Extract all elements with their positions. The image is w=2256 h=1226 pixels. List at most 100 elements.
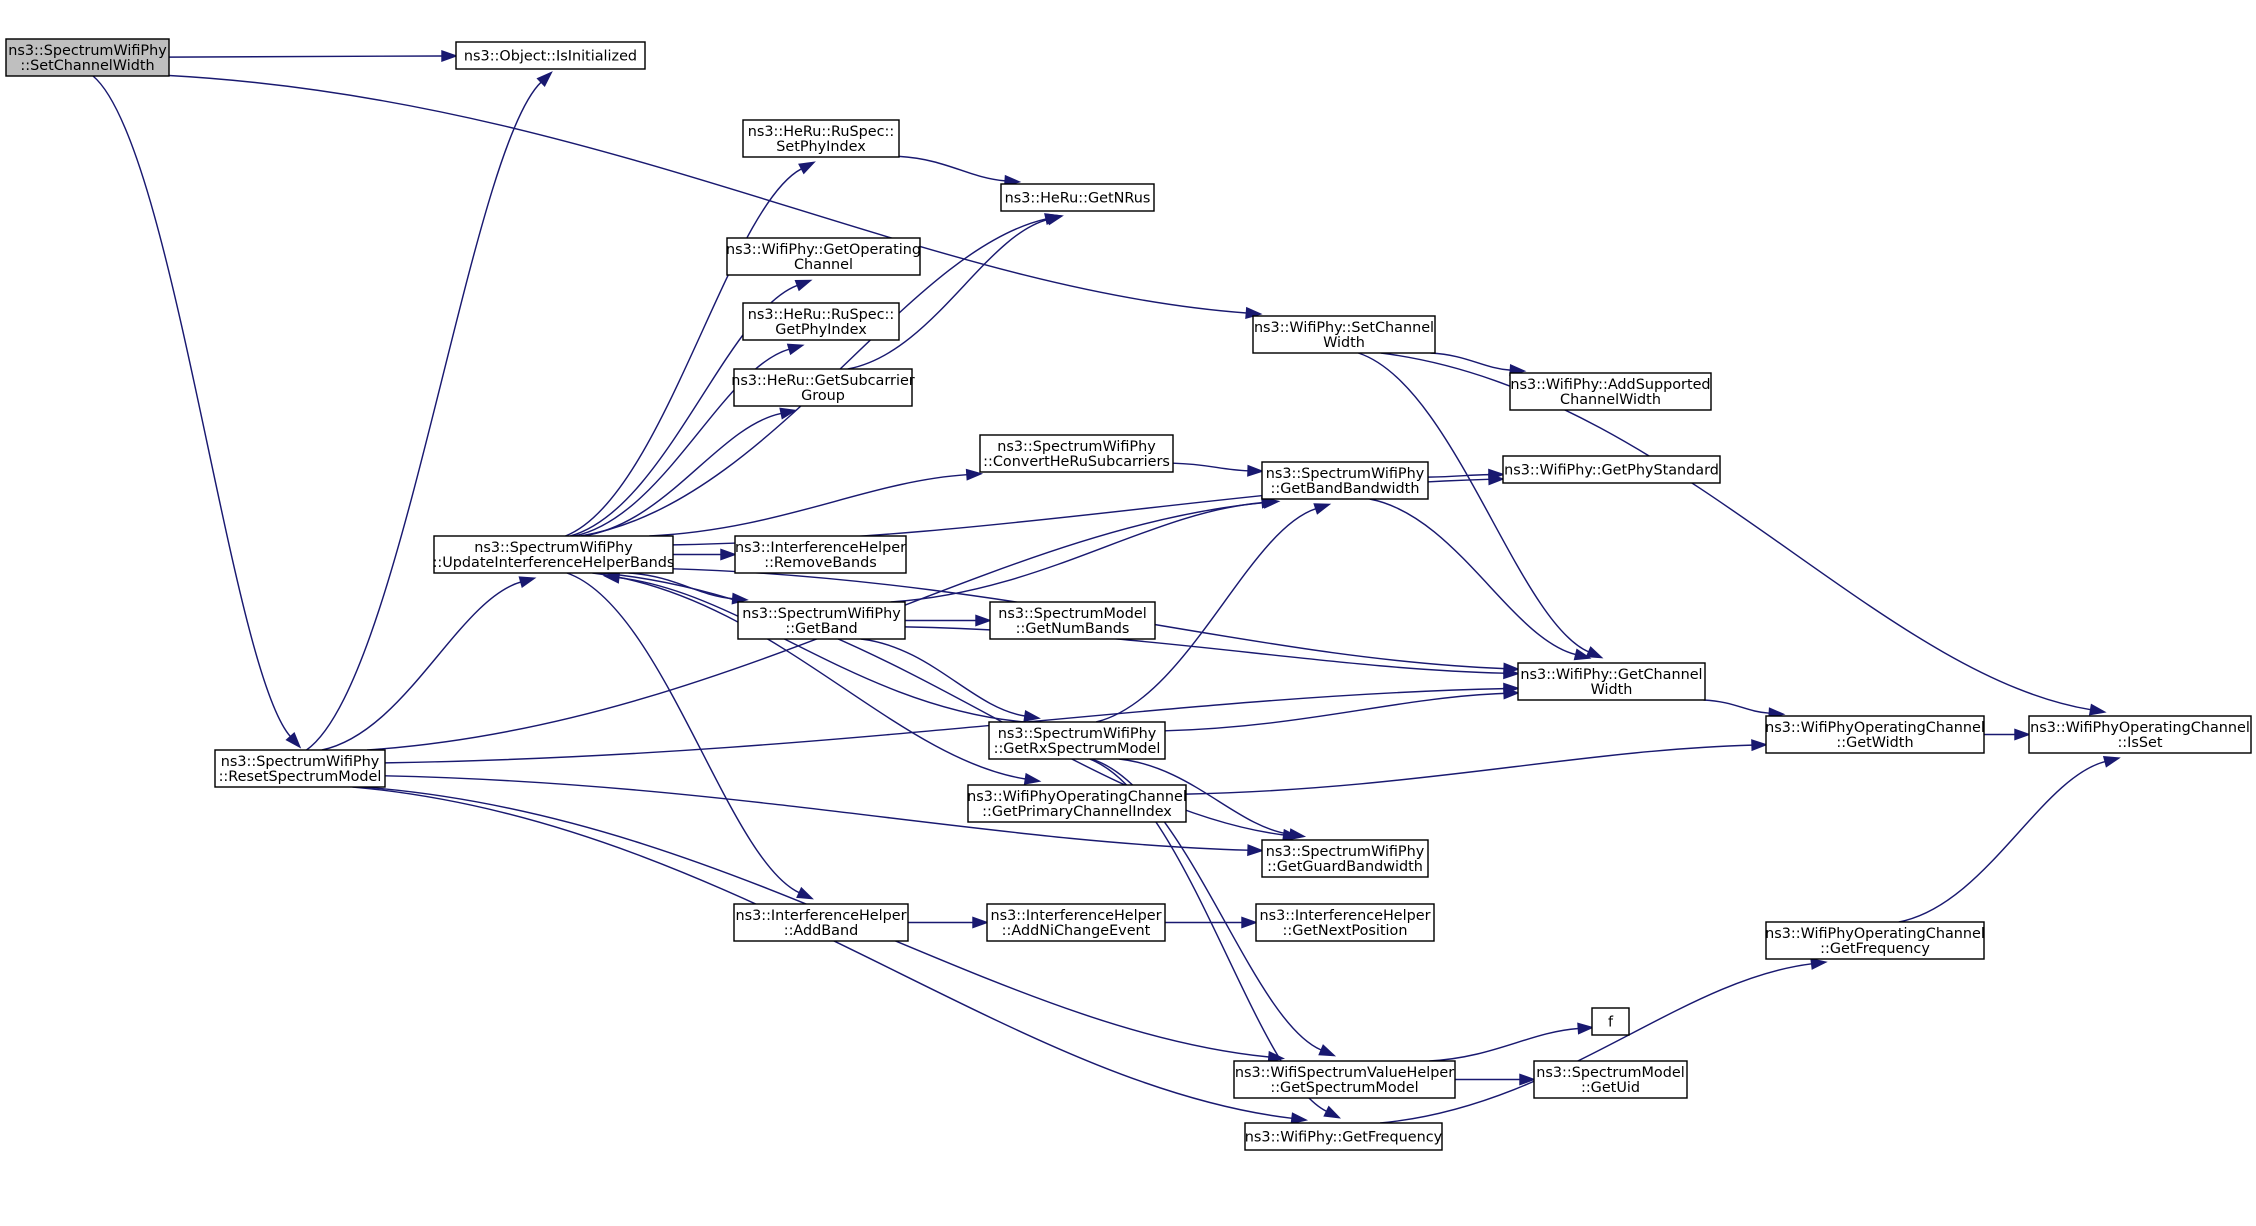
node-box[interactable] (1000, 183, 1155, 212)
edge-line (1118, 758, 1291, 836)
edge-arrowhead (972, 916, 990, 929)
node-label-line: ::GetBandBandwidth (1271, 481, 1420, 497)
node-n3[interactable]: ns3::WifiPhy::SetChannelWidth (1252, 315, 1436, 354)
node-box[interactable] (1765, 715, 1985, 754)
edge-line (628, 572, 733, 600)
node-box[interactable] (989, 601, 1156, 640)
node-label-line: ns3::WifiPhy::GetFrequency (1245, 1130, 1443, 1146)
node-n18[interactable]: ns3::InterferenceHelper::AddNiChangeEven… (986, 903, 1166, 942)
node-n17[interactable]: ns3::InterferenceHelper::AddBand (733, 903, 909, 942)
edge-n27-to-n8 (1091, 758, 1337, 1057)
node-n2[interactable]: ns3::SpectrumWifiPhy::ResetSpectrumModel (214, 749, 386, 788)
node-n15[interactable]: ns3::SpectrumModel::GetUid (1533, 1060, 1688, 1099)
node-n23[interactable]: ns3::HeRu::GetNRus (1000, 183, 1155, 212)
node-box[interactable] (742, 119, 900, 158)
node-label-line: ns3::WifiPhyOperatingChannel (1765, 720, 1985, 736)
node-box[interactable] (733, 903, 909, 942)
node-n30[interactable]: ns3::HeRu::RuSpec::SetPhyIndex (742, 119, 900, 158)
edge-n27-to-n5 (1164, 687, 1521, 732)
node-box[interactable] (214, 749, 386, 788)
edge-arrowhead (1241, 916, 1259, 929)
node-label-line: Width (1591, 682, 1633, 698)
edge-arrowhead (1247, 464, 1265, 477)
edge-line (1427, 473, 1490, 478)
node-box[interactable] (455, 41, 646, 70)
edge-arrowhead (1751, 739, 1769, 752)
node-n22[interactable]: ns3::SpectrumModel::GetNumBands (989, 601, 1156, 640)
node-box[interactable] (1261, 839, 1429, 878)
edge-arrowhead (1288, 828, 1307, 841)
node-box[interactable] (433, 535, 674, 574)
edge-arrowhead (1573, 648, 1592, 661)
node-box[interactable] (1517, 662, 1706, 701)
node-n4[interactable]: ns3::SpectrumWifiPhy::GetBandBandwidth (1261, 461, 1429, 500)
edge-n9-to-n30 (565, 161, 816, 537)
node-label-line: ::GetRxSpectrumModel (994, 741, 1161, 757)
edge-n9-to-n29 (574, 343, 805, 537)
node-box[interactable] (1252, 315, 1436, 354)
node-n8[interactable]: ns3::WifiSpectrumValueHelper::GetSpectru… (1233, 1060, 1456, 1099)
node-label-line: ns3::WifiPhy::AddSupported (1510, 377, 1710, 393)
edge-arrowhead (1023, 772, 1042, 785)
node-box[interactable] (5, 38, 170, 77)
node-box[interactable] (1765, 921, 1985, 960)
edge-n4-to-n5 (1369, 498, 1592, 661)
edge-arrowhead (1519, 1073, 1537, 1086)
node-box[interactable] (742, 302, 900, 341)
edge-line (1429, 1027, 1579, 1062)
node-label-line: ::IsSet (2117, 735, 2162, 751)
node-n12[interactable]: ns3::WifiPhyOperatingChannel::IsSet (2028, 715, 2252, 754)
edge-arrowhead (1023, 709, 1041, 722)
node-n26[interactable]: ns3::WifiPhyOperatingChannel::GetPrimary… (967, 784, 1187, 823)
node-box[interactable] (1261, 461, 1429, 500)
node-box[interactable] (1509, 372, 1712, 411)
node-label-line: ::GetNextPosition (1283, 923, 1408, 939)
node-n19[interactable]: ns3::InterferenceHelper::GetNextPosition (1255, 903, 1435, 942)
node-label-line: ::GetGuardBandwidth (1267, 859, 1423, 875)
node-box[interactable] (1255, 903, 1435, 942)
node-n9[interactable]: ns3::SpectrumWifiPhy::UpdateInterference… (433, 535, 675, 574)
edge-line (890, 501, 1263, 603)
edge-line (1898, 760, 2106, 923)
node-n27[interactable]: ns3::SpectrumWifiPhy::GetRxSpectrumModel (988, 721, 1166, 760)
node-box[interactable] (1233, 1060, 1456, 1099)
node-n1[interactable]: ns3::Object::IsInitialized (455, 41, 646, 70)
edge-n3-to-n12 (1380, 352, 2107, 716)
node-box[interactable] (1533, 1060, 1688, 1099)
node-box[interactable] (1244, 1122, 1443, 1151)
node-box[interactable] (967, 784, 1187, 823)
edge-arrowhead (798, 161, 816, 175)
edge-arrowhead (1503, 687, 1521, 700)
node-n21[interactable]: ns3::SpectrumWifiPhy::GetBand (737, 601, 906, 640)
node-box[interactable] (1591, 1007, 1630, 1036)
node-box[interactable] (986, 903, 1166, 942)
node-box[interactable] (979, 434, 1174, 473)
node-box[interactable] (734, 535, 907, 574)
node-n13[interactable]: ns3::WifiPhyOperatingChannel::GetFrequen… (1765, 921, 1985, 960)
node-n20[interactable]: ns3::SpectrumWifiPhy::ConvertHeRuSubcarr… (979, 434, 1174, 473)
node-box[interactable] (2028, 715, 2252, 754)
node-label-line: ns3::SpectrumWifiPhy (998, 726, 1157, 742)
node-box[interactable] (988, 721, 1166, 760)
node-box[interactable] (726, 237, 921, 276)
node-label-line: ns3::WifiPhyOperatingChannel (2030, 720, 2250, 736)
node-n7[interactable]: ns3::WifiPhy::GetFrequency (1244, 1122, 1443, 1151)
node-n28[interactable]: ns3::InterferenceHelper::RemoveBands (734, 535, 907, 574)
edge-arrowhead (1488, 473, 1506, 486)
node-n10[interactable]: ns3::WifiPhy::GetPhyStandard (1502, 455, 1721, 484)
node-box[interactable] (737, 601, 906, 640)
node-n6[interactable]: ns3::SpectrumWifiPhy::GetGuardBandwidth (1261, 839, 1429, 878)
node-box[interactable] (1502, 455, 1721, 484)
node-n11[interactable]: ns3::WifiPhyOperatingChannel::GetWidth (1765, 715, 1985, 754)
edge-line (618, 576, 1025, 723)
node-n29[interactable]: ns3::HeRu::RuSpec::GetPhyIndex (742, 302, 900, 341)
node-n0[interactable]: ns3::SpectrumWifiPhy::SetChannelWidth (5, 38, 170, 77)
edge-arrowhead (975, 614, 993, 627)
edge-n13-to-n12 (1898, 755, 2121, 923)
node-box[interactable] (733, 368, 913, 407)
node-n14[interactable]: f (1591, 1007, 1630, 1036)
